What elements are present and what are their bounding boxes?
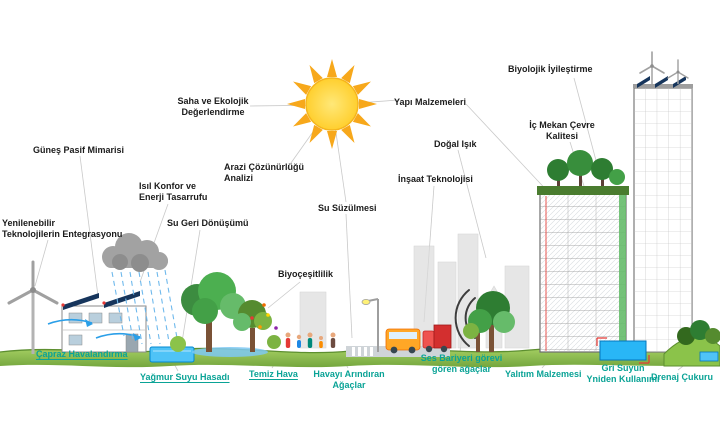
label-line: Gri Suyun [601,363,645,373]
rain-lines [111,269,178,345]
label-line: İç Mekan Çevre [529,120,595,130]
label-line: Arazi Çözünürlüğü [224,162,304,172]
label-insulation-material: Yalıtım Malzemesi [505,369,582,380]
greywater-tank-icon [596,337,650,364]
label-rainwater-harvesting: Yağmur Suyu Hasadı [140,372,230,383]
roof-solar-panels-icon [637,76,686,88]
label-line: Güneş Pasif Mimarisi [33,145,125,155]
trees-middle [170,272,281,357]
label-drainage-pit: Drenaj Çukuru [651,372,713,383]
label-greywater-reuse: Gri Suyun Yniden Kullanımı [586,363,660,386]
street-lamp-icon [361,298,379,352]
label-sound-barrier-trees: Ses Bariyeri görevi gören ağaçlar [414,353,509,376]
solar-panel-icon [61,291,140,310]
label-indoor-environment-quality: İç Mekan Çevre Kalitesi [522,120,602,143]
roof-wind-turbines-icon [639,51,689,84]
airflow-arrows-icon [47,318,141,341]
label-line: Çapraz Havalandırma [36,349,128,359]
label-line: Yalıtım Malzemesi [505,369,582,379]
label-thermal-comfort-energy-saving: Isıl Konfor ve Enerji Tasarrufu [139,181,207,204]
label-biological-improvement: Biyolojik İyileştirme [508,64,593,75]
tower-building [633,51,693,353]
label-line: İnşaat Teknolojisi [398,174,473,184]
rain-cloud-icon [102,233,178,345]
label-line: Ses Bariyeri görevi [420,353,503,363]
label-line: Yapı Malzemeleri [394,97,467,107]
label-line: Kalitesi [545,131,578,142]
truck-icon [422,324,452,353]
label-solar-passive-architecture: Güneş Pasif Mimarisi [33,145,124,156]
label-line: Su Geri Dönüşümü [167,218,249,228]
label-line: Yenilenebilir [2,218,56,228]
label-air-purifying-trees: Havayı Arındıran Ağaçlar [306,369,392,392]
label-renewable-tech-integration: Yenilenebilir Teknolojilerin Entegrasyon… [2,218,122,241]
label-line: gören ağaçlar [431,364,492,375]
label-building-materials: Yapı Malzemeleri [394,97,466,108]
drainage-pit-icon [699,351,719,362]
label-natural-light: Doğal Işık [434,139,477,150]
label-line: Temiz Hava [249,369,298,379]
label-line: Enerji Tasarrufu [139,192,208,203]
label-line: Drenaj Çukuru [651,372,714,382]
label-line: Analizi [224,173,254,184]
label-line: Su Süzülmesi [318,203,377,213]
label-water-filtration: Su Süzülmesi [318,203,377,214]
label-biodiversity: Biyoçeşitlilik [278,269,333,280]
label-water-recycling: Su Geri Dönüşümü [167,218,249,229]
label-line: Doğal Işık [434,139,477,149]
label-line: Değerlendirme [181,107,245,118]
midrise-building-green-roof [537,150,629,353]
bus-icon [385,328,421,354]
label-line: Yağmur Suyu Hasadı [140,372,230,382]
label-line: Yniden Kullanımı [586,374,660,385]
label-line: Havayı Arındıran [313,369,385,379]
road [346,346,450,357]
label-construction-technology: İnşaat Teknolojisi [398,174,473,185]
label-line: Biyolojik İyileştirme [508,64,593,74]
biodiversity-dots [250,303,278,330]
sound-barrier-trees [463,291,515,352]
label-line: Ağaçlar [332,380,366,391]
label-land-resolution-analysis: Arazi Çözünürlüğü Analizi [224,162,304,185]
label-line: Isıl Konfor ve [139,181,197,191]
passive-house [47,291,147,353]
people-icons [285,332,336,348]
label-site-ecological-assessment: Saha ve Ekolojik Değerlendirme [168,96,258,119]
label-line: Saha ve Ekolojik [177,96,249,106]
label-line: Teknolojilerin Entegrasyonu [2,229,123,240]
wind-turbine-icon [7,260,59,354]
label-clean-air: Temiz Hava [249,369,298,380]
right-mound-shrubs [663,320,720,367]
sun-icon [287,59,377,149]
label-cross-ventilation: Çapraz Havalandırma [36,349,128,360]
roof-garden-trees [547,150,625,186]
sun-rays [287,59,377,149]
label-line: Biyoçeşitlilik [278,269,334,279]
